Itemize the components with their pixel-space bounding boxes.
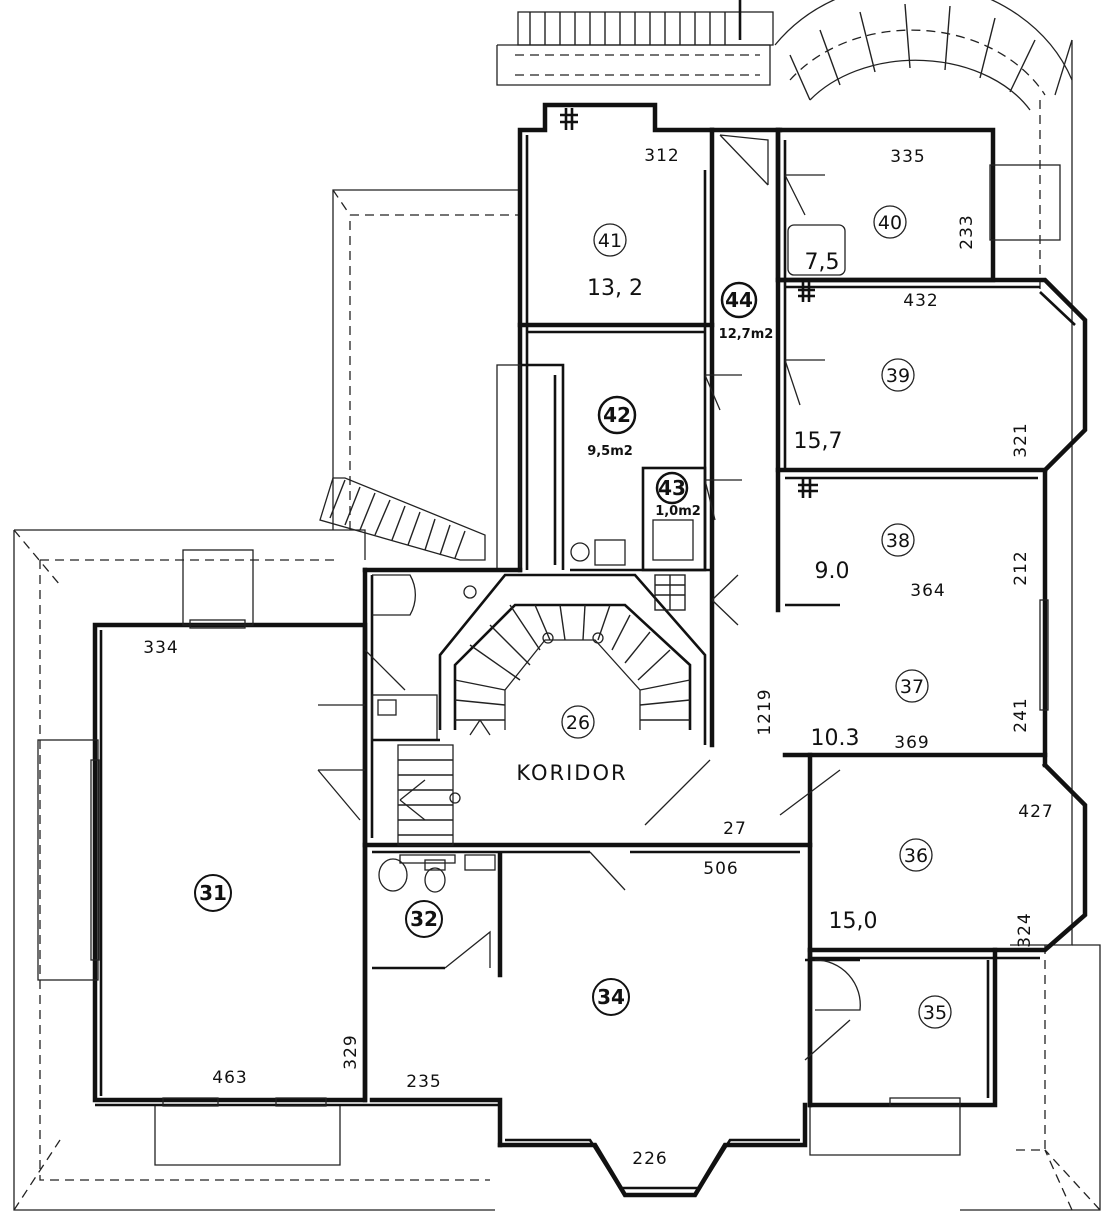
room-41-number: 41	[598, 230, 622, 252]
dim-233: 233	[957, 214, 977, 249]
hash-marks	[560, 108, 818, 498]
room-39-area: 15,7	[794, 429, 843, 454]
room-31-number: 31	[199, 881, 227, 905]
room-43-area: 1,0m2	[655, 504, 701, 519]
corridor-label: KORIDOR	[516, 761, 627, 785]
dim-212: 212	[1011, 550, 1031, 585]
room-37-number: 37	[900, 676, 924, 698]
dim-321: 321	[1011, 422, 1031, 457]
dim-226: 226	[632, 1149, 667, 1169]
dim-324: 324	[1015, 912, 1035, 947]
room-38-area: 9.0	[815, 559, 850, 584]
dim-463: 463	[212, 1068, 247, 1088]
windows	[37, 164, 1061, 1107]
dim-241: 241	[1011, 697, 1031, 732]
room-38-number: 38	[886, 530, 910, 552]
room-37-area: 10.3	[811, 726, 860, 751]
dim-334: 334	[143, 638, 178, 658]
room-42-number: 42	[603, 403, 631, 427]
dim-312: 312	[644, 146, 679, 166]
walls	[92, 102, 1088, 1198]
sanitary-fixtures	[378, 539, 626, 893]
dim-335: 335	[890, 147, 925, 167]
room-44-number: 44	[725, 288, 753, 312]
main-staircase	[319, 477, 707, 846]
room-26-number: 26	[566, 712, 590, 734]
room-44-area: 12,7m2	[719, 327, 774, 342]
room-32-number: 32	[410, 907, 438, 931]
room-40-area: 7,5	[805, 250, 840, 275]
dim-235: 235	[406, 1072, 441, 1092]
room-34-number: 34	[597, 985, 625, 1009]
doors	[317, 134, 861, 1061]
roof-outline	[13, 39, 1101, 1211]
dim-432: 432	[903, 291, 938, 311]
dim-329: 329	[341, 1034, 361, 1069]
room-41-area: 13, 2	[587, 276, 643, 301]
dim-506: 506	[703, 859, 738, 879]
dim-27: 27	[723, 819, 747, 839]
curved-terrace	[774, 0, 1073, 111]
dim-364: 364	[910, 581, 945, 601]
room-markers	[194, 205, 952, 1029]
room-35-number: 35	[923, 1002, 947, 1024]
dim-1219: 1219	[755, 688, 775, 735]
room-40-number: 40	[878, 212, 902, 234]
top-balcony-stair	[517, 0, 774, 46]
room-36-number: 36	[904, 845, 928, 867]
dim-369: 369	[894, 733, 929, 753]
room-39-number: 39	[886, 365, 910, 387]
room-43-number: 43	[658, 476, 686, 500]
dim-427: 427	[1018, 802, 1053, 822]
room-36-area: 15,0	[829, 909, 878, 934]
room-42-area: 9,5m2	[587, 444, 633, 459]
